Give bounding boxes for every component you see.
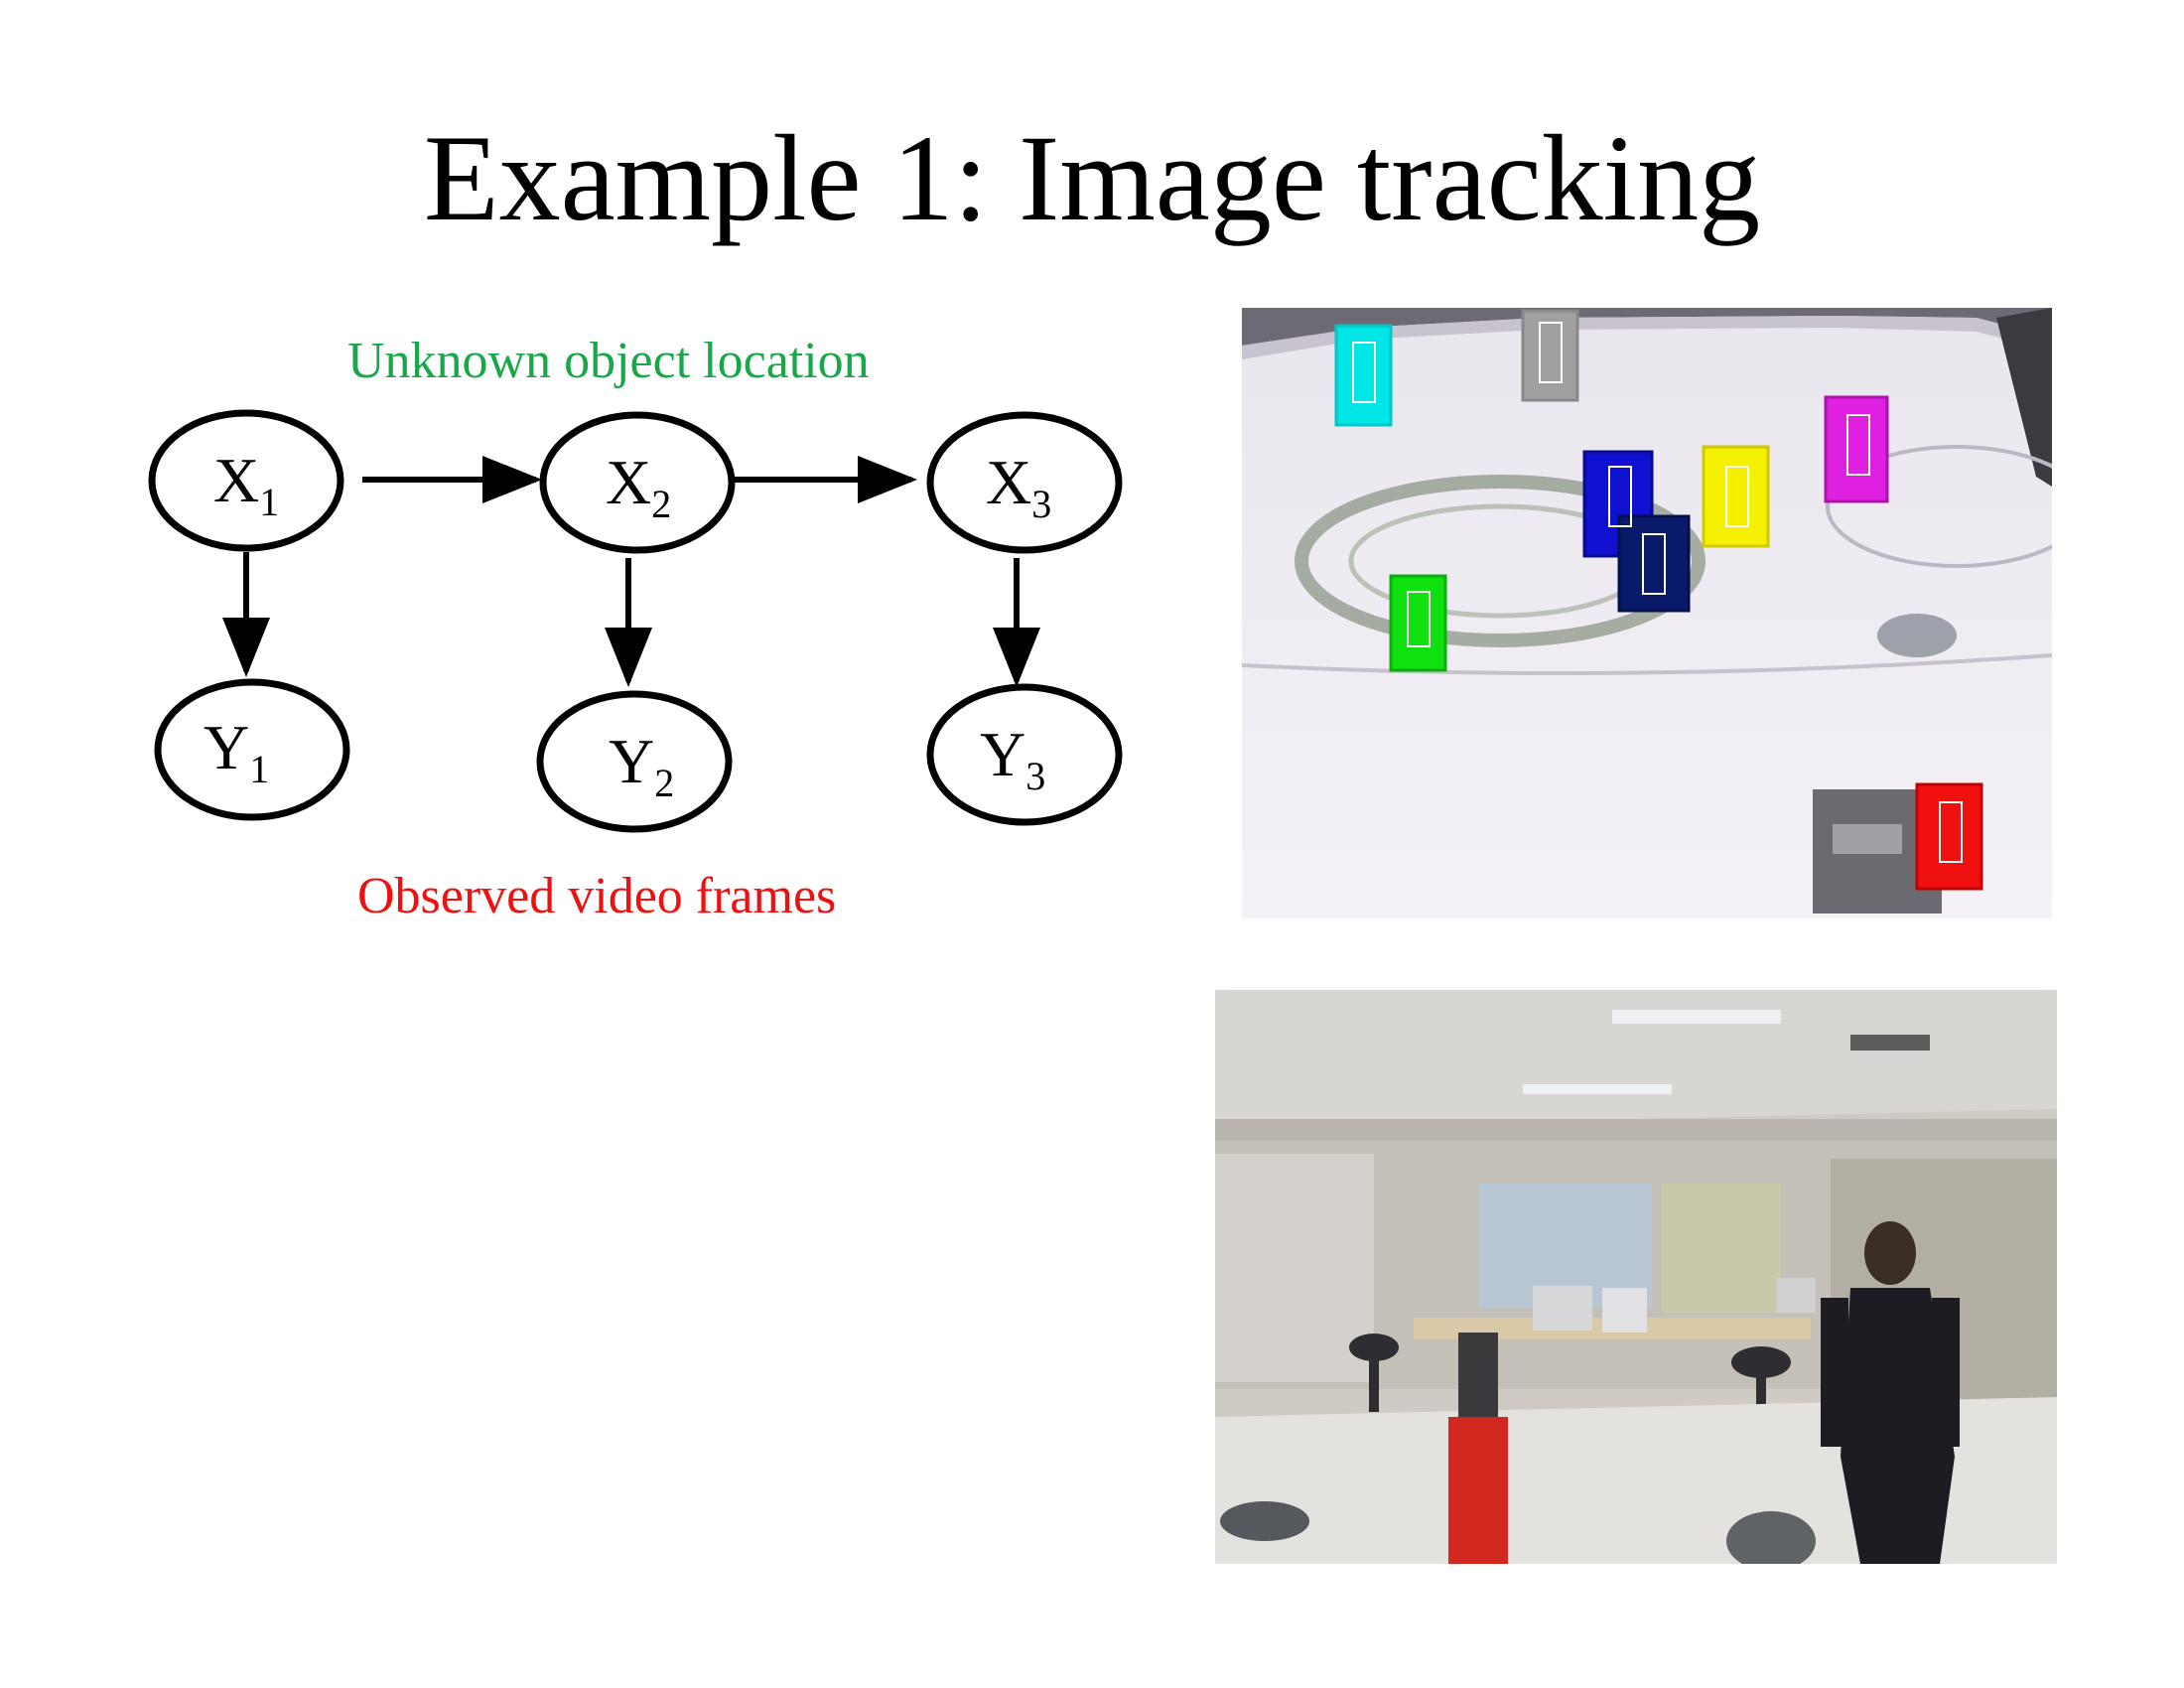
node-x1-label: X1	[213, 445, 279, 524]
node-y2-label: Y2	[609, 726, 674, 805]
person-body	[1841, 1288, 1955, 1564]
node-x1	[148, 409, 344, 552]
robot	[1448, 1417, 1508, 1564]
node-x2	[539, 411, 736, 554]
tracker-box-magenta	[1824, 395, 1889, 503]
tracker-box-navy	[1617, 514, 1691, 613]
node-y2	[536, 690, 733, 833]
node-y1	[154, 678, 350, 821]
observation-caption: Observed video frames	[357, 868, 837, 924]
tracker-box-yellow	[1702, 445, 1770, 548]
tracker-box-gray	[1521, 309, 1579, 402]
tracker-box-red	[1915, 782, 1983, 891]
node-y1-label: Y1	[204, 712, 269, 791]
node-y3-label: Y3	[980, 719, 1045, 798]
node-x3-label: X3	[986, 447, 1051, 526]
tracker-box-cyan	[1334, 324, 1393, 427]
lab-tracking-image	[1215, 990, 2057, 1564]
node-x3	[926, 411, 1123, 554]
center-ice-logo	[1295, 475, 1706, 647]
node-x2-label: X2	[606, 447, 671, 526]
node-y3	[926, 683, 1123, 826]
hidden-state-caption: Unknown object location	[347, 333, 870, 389]
person-head	[1864, 1221, 1916, 1285]
tracker-box-green	[1389, 574, 1447, 672]
slide-title: Example 1: Image tracking	[423, 110, 1761, 246]
hockey-tracking-image	[1242, 308, 2052, 918]
